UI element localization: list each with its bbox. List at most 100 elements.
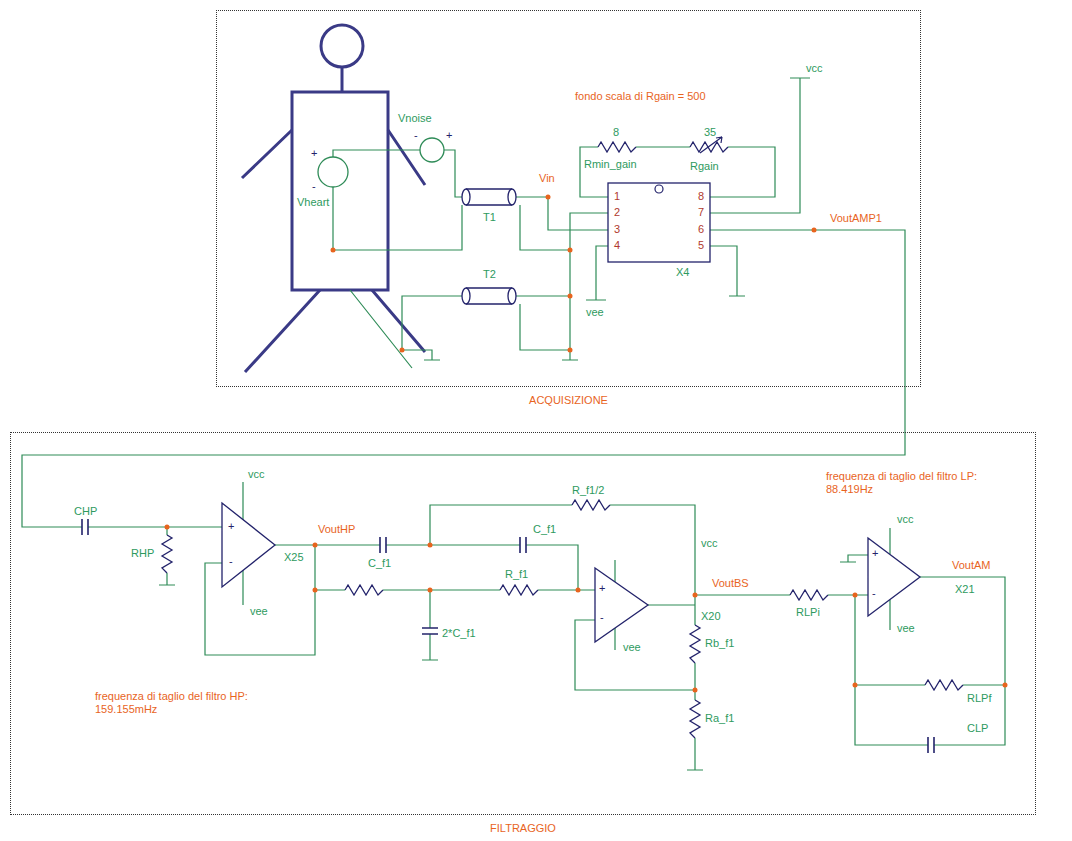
component-label: T2 [483, 268, 496, 281]
junction-dot [313, 543, 318, 548]
junction-dot [428, 588, 433, 593]
resistor-symbol [690, 700, 700, 738]
resistor-symbol [598, 142, 636, 152]
polarity-mark: - [600, 611, 604, 624]
component-label: vcc [248, 468, 265, 481]
component-label: Vheart [297, 196, 329, 209]
component-label: X4 [676, 266, 689, 279]
component-label: vcc [806, 62, 823, 75]
junction-dot [331, 248, 336, 253]
coax-end [508, 288, 516, 304]
signal-label: frequenza di taglio del filtro HP: 159.1… [95, 690, 285, 716]
junction-dot [313, 588, 318, 593]
component-label: vee [897, 622, 915, 635]
signal-label: frequenza di taglio del filtro LP: 88.41… [826, 470, 1016, 496]
component-label: vcc [701, 537, 718, 550]
pin-number: 1 [614, 190, 620, 203]
polarity-mark: - [872, 587, 876, 600]
component-label: Rgain [690, 160, 719, 173]
junction-dot [428, 543, 433, 548]
component-label: T1 [483, 211, 496, 224]
pin-number: 8 [698, 190, 704, 203]
pin-number: 2 [614, 206, 620, 219]
component-label: X25 [284, 551, 304, 564]
component-label: RLPf [967, 692, 991, 705]
component-label: CLP [967, 722, 988, 735]
component-label: 35 [704, 126, 716, 139]
resistor-symbol [500, 585, 538, 595]
wire [333, 78, 905, 387]
component-label: RLPi [796, 606, 820, 619]
polarity-mark: + [228, 520, 234, 533]
figure-body [292, 92, 388, 290]
capacitor-symbol [82, 519, 934, 753]
component-label: R_f1 [505, 568, 528, 581]
component-label: X20 [701, 610, 721, 623]
ic-package [608, 183, 710, 262]
junction-dot [568, 348, 573, 353]
junction-dot [568, 294, 573, 299]
component-label: Rmin_gain [584, 158, 637, 171]
resistor-symbol [690, 625, 700, 663]
junction-dot [568, 248, 573, 253]
pin-number: 6 [698, 223, 704, 236]
region-heading: ACQUISIZIONE [217, 394, 920, 407]
voltage-source [420, 138, 444, 162]
pin-number: 7 [698, 206, 704, 219]
component-label: 2*C_f1 [442, 627, 476, 640]
component-label: C_f1 [533, 523, 556, 536]
junction-dot [576, 588, 581, 593]
component-label: vee [586, 306, 604, 319]
junction-dot [853, 683, 858, 688]
junction-dot [400, 348, 405, 353]
pin-number: 3 [614, 223, 620, 236]
signal-label: VoutHP [318, 523, 355, 536]
region-box: FILTRAGGIO [10, 432, 1036, 815]
component-label: Ra_f1 [705, 712, 734, 725]
signal-label: VoutAM [952, 559, 991, 572]
signal-label: fondo scala di Rgain = 500 [575, 90, 706, 103]
component-label: RHP [131, 547, 154, 560]
variable-arrow [700, 137, 722, 153]
coax-end [462, 288, 470, 304]
opamp-symbol [595, 568, 648, 642]
resistor-symbol [162, 535, 172, 573]
wire-connector [904, 387, 905, 432]
polarity-mark: + [446, 129, 452, 142]
junction-dot [853, 593, 858, 598]
component-label: vee [623, 641, 641, 654]
figure-limbs [242, 130, 425, 372]
coax-body [466, 189, 512, 205]
coax-body [466, 288, 512, 304]
voltage-source [318, 157, 348, 187]
polarity-mark: + [311, 147, 317, 160]
ic-notch [655, 185, 663, 193]
resistor-symbol [925, 680, 963, 690]
component-label: Rb_f1 [705, 637, 734, 650]
region-heading: FILTRAGGIO [11, 822, 1035, 835]
resistor-symbols [162, 142, 963, 738]
coax-end [508, 189, 516, 205]
component-label: Vnoise [398, 112, 432, 125]
component-label: vee [250, 605, 268, 618]
signal-label: VoutBS [712, 577, 749, 590]
pin-number: 5 [698, 239, 704, 252]
figure-head [321, 25, 363, 67]
component-label: C_f1 [368, 557, 391, 570]
figure-neck [341, 67, 344, 92]
polarity-mark: + [599, 582, 605, 595]
junction-dots [165, 195, 1008, 693]
polarity-mark: - [229, 555, 233, 568]
junction-dot [165, 525, 170, 530]
polarity-mark: - [414, 129, 418, 142]
signal-label: VoutAMP1 [830, 212, 882, 225]
pin-number: 4 [614, 239, 620, 252]
component-label: CHP [74, 505, 97, 518]
resistor-symbol [790, 590, 828, 600]
polarity-mark: - [312, 180, 316, 193]
opamp-symbol [222, 503, 275, 587]
